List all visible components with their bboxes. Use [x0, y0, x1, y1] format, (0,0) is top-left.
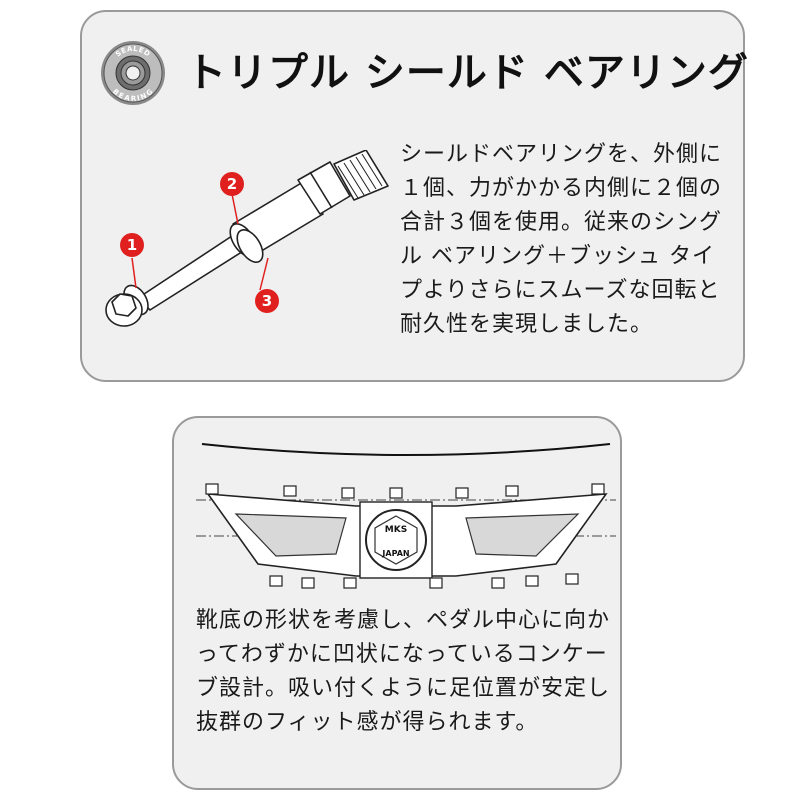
pedal-logo-bottom: JAPAN — [381, 549, 409, 558]
marker-2: 2 — [220, 172, 244, 196]
pedal-logo-top: MKS — [385, 525, 407, 535]
section-title: トリプル シールド ベアリング — [186, 50, 749, 96]
bearing-info-panel — [80, 10, 745, 382]
sealed-bearing-icon: SEALED BEARING — [101, 41, 165, 105]
pedal-axle-illustration — [105, 150, 389, 327]
concave-pedal-illustration: MKS JAPAN — [196, 443, 616, 589]
marker-3: 3 — [255, 289, 279, 313]
concave-description: 靴底の形状を考慮し、ペダル中心に向かってわずかに凹状になっているコンケーブ設計。… — [196, 608, 611, 735]
concave-info-panel — [172, 416, 622, 790]
marker-1: 1 — [120, 233, 144, 257]
bearing-description: シールドベアリングを、外側に１個、力がかかる内側に２個の合計３個を使用。従来のシ… — [400, 142, 723, 337]
